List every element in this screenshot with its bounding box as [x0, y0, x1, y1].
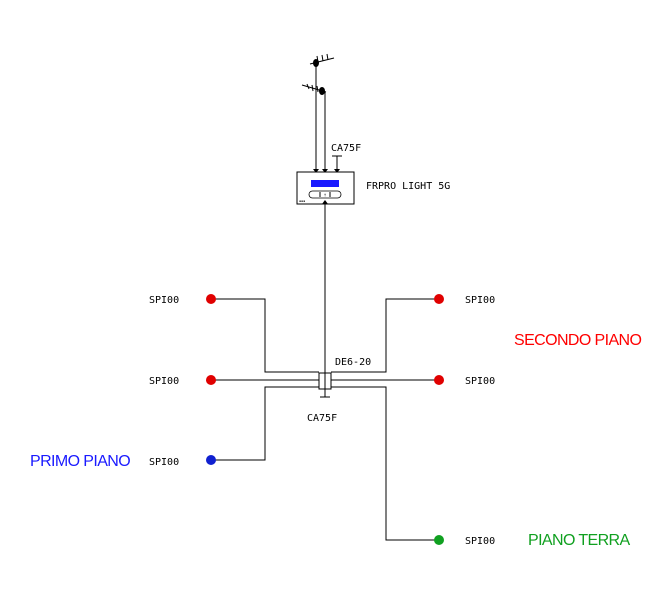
outlet-label: SPI00: [465, 295, 495, 306]
device-label: FRPRO LIGHT 5G: [366, 181, 450, 192]
antenna-icon: [309, 53, 335, 172]
outlet-dot: [434, 535, 444, 545]
cable-routes: [215, 298, 435, 541]
outlet-dot: [206, 455, 216, 465]
splitter-label: DE6-20: [335, 357, 371, 368]
outlet-label: SPI00: [149, 376, 179, 387]
outlet-dot: [206, 375, 216, 385]
floor-label-secondo: SECONDO PIANO: [514, 332, 641, 349]
svg-text:▪▪▪: ▪▪▪: [299, 199, 305, 203]
outlet-label: SPI00: [149, 295, 179, 306]
top-termination-label: CA75F: [331, 143, 361, 154]
input-arrows: [313, 169, 328, 173]
outlet-label: SPI00: [465, 536, 495, 547]
outlet-label: SPI00: [149, 457, 179, 468]
floor-label-primo: PRIMO PIANO: [30, 453, 130, 470]
splitter: [318, 372, 332, 398]
outlet-dot: [206, 294, 216, 304]
svg-text:↑: ↑: [323, 193, 326, 198]
bottom-termination-label: CA75F: [307, 413, 337, 424]
top-termination: [332, 155, 342, 173]
outlet-label: SPI00: [465, 376, 495, 387]
floor-label-terra: PIANO TERRA: [528, 532, 631, 549]
antenna-icon: [301, 83, 327, 172]
amplifier-device: ↑ ▪▪▪: [296, 171, 355, 205]
outlet-dot: [434, 294, 444, 304]
outlet-dot: [434, 375, 444, 385]
